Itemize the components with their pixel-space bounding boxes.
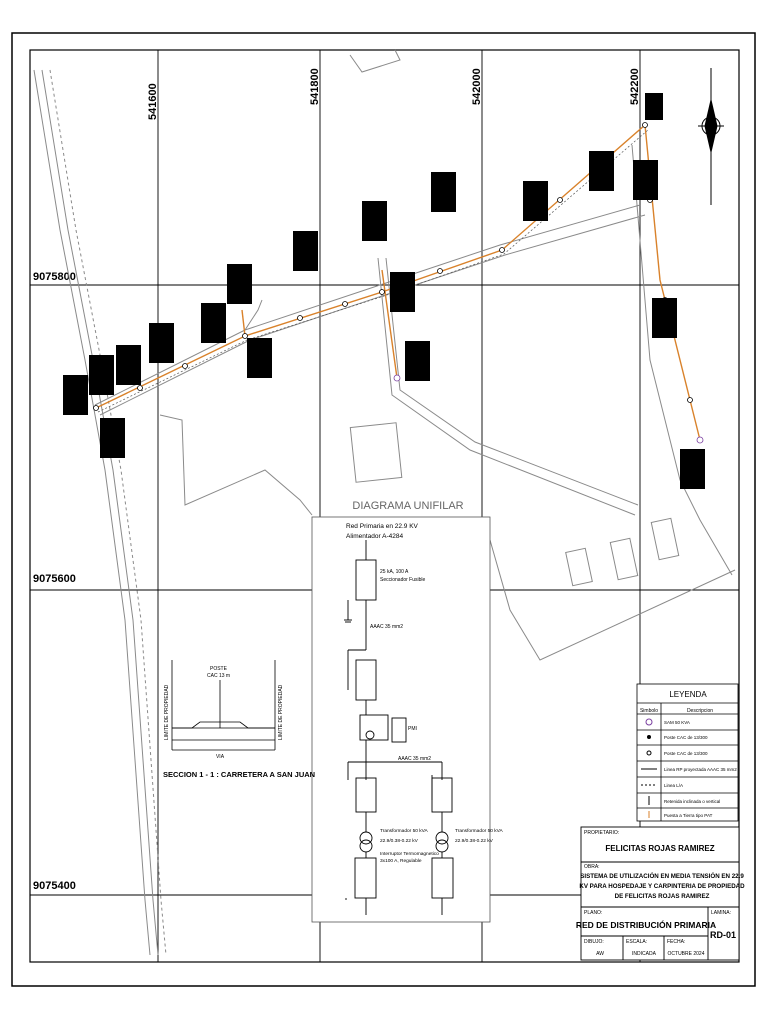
date-value: OCTUBRE 2024 — [668, 951, 705, 957]
unifilar-bus-label: AAAC 35 mm2 — [398, 756, 431, 762]
scale-value: INDICADA — [632, 951, 657, 957]
plan-label: PLANO: — [584, 910, 602, 916]
section-drawing — [171, 660, 276, 751]
map-frame — [29, 49, 740, 963]
work-line1: SISTEMA DE UTILIZACIÓN EN MEDIA TENSIÓN … — [580, 872, 744, 880]
legend-item-2: Poste CAC de 13/300 — [664, 735, 708, 740]
legend-title: LEYENDA — [669, 690, 707, 699]
section-pole-label: POSTE — [210, 666, 228, 672]
unifilar-tr1-ratio: 22.9/0.38-0.22 kV — [380, 838, 419, 844]
owner-label: PROPIETARIO: — [584, 830, 619, 836]
legend-item-5: Linea L/A — [664, 783, 683, 788]
drawn-label: DIBUJO: — [584, 939, 604, 945]
date-label: FECHA: — [667, 939, 685, 945]
unifilar-meter-label: PMI — [408, 726, 417, 732]
unifilar-aac-label: AAAC 35 mm2 — [370, 624, 403, 630]
unifilar-supply-line2: Alimentador A-4284 — [346, 533, 403, 540]
section-left-limit: LIMITE DE PROPIEDAD — [164, 684, 170, 740]
title-block — [580, 826, 740, 961]
unifilar-breaker-sub: 3x100 A, Regulable — [380, 858, 422, 864]
grid-label-x4: 542200 — [629, 68, 641, 105]
legend-item-1: SAM 50 KVA — [664, 720, 690, 725]
grid-label-y1: 9075800 — [33, 271, 76, 283]
unifilar-box — [311, 516, 491, 923]
sheet-border — [11, 32, 756, 987]
sheet-number: RD-01 — [710, 930, 736, 940]
grid-label-x2: 541800 — [309, 68, 321, 105]
work-label: OBRA: — [584, 864, 600, 870]
unifilar-tr2-ratio: 22.9/0.38-0.22 kV — [455, 838, 494, 844]
unifilar-tr1-label: Transformador 50 kVA — [380, 828, 429, 834]
grid-label-x3: 542000 — [471, 68, 483, 105]
redacted-blocks — [63, 93, 705, 489]
grid-label-x1: 541600 — [147, 83, 159, 120]
grid-label-y2: 9075600 — [33, 573, 76, 585]
legend-table — [636, 683, 739, 822]
plan-name: RED DE DISTRIBUCIÓN PRIMARIA — [576, 919, 716, 930]
grid-label-y3: 9075400 — [33, 880, 76, 892]
unifilar-switch-label1: 25 kA, 100 A — [380, 569, 409, 575]
legend-item-7: Puesta a Tierra tipo PAT — [664, 813, 713, 818]
legend-item-6: Retenida inclinada o vertical — [664, 799, 720, 804]
unifilar-supply-line1: Red Primaria en 22.9 KV — [346, 523, 419, 530]
legend-item-3: Poste CAC de 13/300 — [664, 751, 708, 756]
work-line3: DE FELICITAS ROJAS RAMIREZ — [615, 893, 710, 900]
legend-col-desc: Descripcion — [687, 708, 713, 714]
drawn-value: AW — [596, 951, 604, 957]
owner-name: FELICITAS ROJAS RAMIREZ — [605, 844, 714, 853]
unifilar-title: DIAGRAMA UNIFILAR — [352, 500, 463, 512]
section-right-limit: LIMITE DE PROPIEDAD — [278, 684, 284, 740]
north-arrow-icon — [698, 68, 724, 205]
unifilar-wiring — [344, 540, 454, 915]
legend-symbols — [641, 718, 657, 818]
sheet-label: LAMINA: — [711, 910, 731, 916]
existing-line-dashed — [97, 129, 649, 413]
scale-label: ESCALA: — [626, 939, 647, 945]
work-line2: KV PARA HOSPEDAJE Y CARPINTERIA DE PROPI… — [579, 883, 745, 890]
section-via-label: VIA — [216, 754, 225, 760]
legend-col-symbol: Simbolo — [640, 708, 658, 714]
unifilar-breaker-label: Interruptor Termomagnetico — [380, 851, 439, 857]
section-caption: SECCION 1 - 1 : CARRETERA A SAN JUAN — [163, 770, 315, 779]
unifilar-tr2-label: Transformador 50 kVA — [455, 828, 504, 834]
section-pole-sub: CAC 13 m — [207, 673, 230, 679]
legend-item-4: Linea RP proyectada AAAC 35 mm2 — [664, 767, 737, 772]
unifilar-switch-label2: Seccionador Fusible — [380, 577, 426, 583]
